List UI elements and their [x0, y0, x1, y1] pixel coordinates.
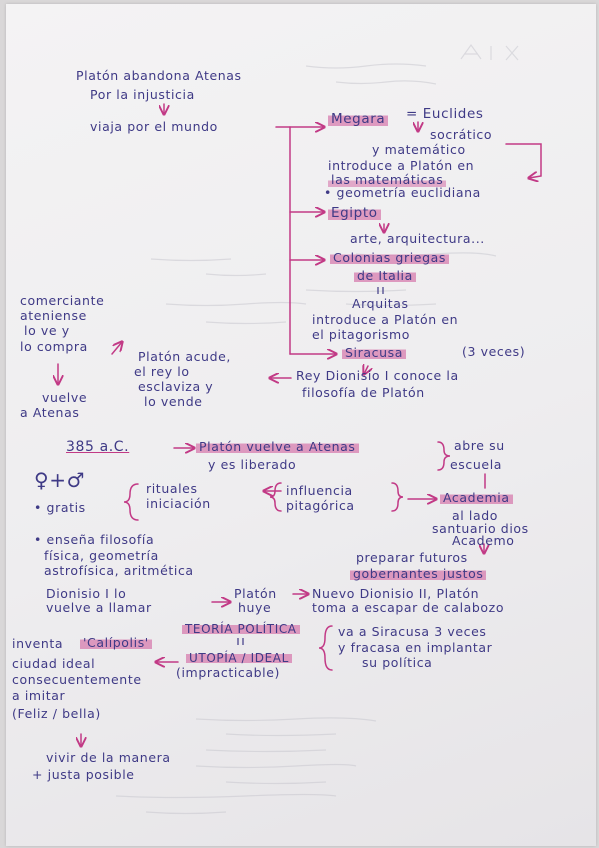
- text-gratis: • gratis: [34, 500, 86, 515]
- text-ciudad-ideal: ciudad ideal: [12, 656, 96, 671]
- highlight-las-matematicas: las matemáticas: [328, 173, 447, 187]
- text-introduce-matematicas-1: introduce a Platón en: [328, 158, 475, 173]
- text-385-ac: 385 a.C.: [66, 439, 130, 455]
- text-esclaviza: esclaviza y: [138, 379, 214, 394]
- notebook-page: Platón abandona Atenas Por la injusticia…: [6, 4, 596, 846]
- text-toma-escapar: toma a escapar de calabozo: [312, 600, 505, 615]
- text-rey-dionisio: Rey Dionisio I conoce la: [296, 368, 459, 383]
- text-vivir: vivir de la manera: [46, 750, 171, 765]
- highlight-platon-vuelve: Platón vuelve a Atenas: [196, 440, 359, 454]
- text-filosofia-platon: filosofía de Platón: [302, 385, 425, 400]
- text-platon-huye: Platón: [234, 586, 277, 601]
- text-escuela: escuela: [450, 457, 503, 472]
- text-euclides: = Euclides: [406, 106, 484, 122]
- text-al-lado: al lado: [452, 508, 499, 523]
- show-through-scribbles: [115, 43, 519, 815]
- text-y-matematico: y matemático: [372, 142, 466, 157]
- text-fracasa: y fracasa en implantar: [338, 640, 493, 655]
- text-comerciante: comerciante: [20, 293, 105, 308]
- diagram-connectors: [6, 103, 542, 846]
- text-fisica: física, geometría: [44, 548, 159, 563]
- text-justa: + justa posible: [32, 767, 135, 782]
- text-el-pitagorismo: el pitagorismo: [312, 327, 411, 342]
- highlight-calipolis: 'Calípolis': [80, 636, 152, 650]
- text-arquitas: Arquitas: [352, 296, 409, 311]
- highlight-utopia: UTOPÍA / IDEAL: [186, 652, 292, 664]
- text-su-politica: su política: [362, 655, 433, 670]
- text-astrofisica: astrofísica, aritmética: [44, 563, 194, 578]
- text-dionisio-i: Dionisio I lo: [46, 586, 127, 601]
- text-consecuentemente: consecuentemente: [12, 672, 142, 687]
- text-impracticable: (impracticable): [176, 665, 281, 680]
- text-platon-abandona: Platón abandona Atenas: [76, 68, 242, 83]
- text-platon-acude: Platón acude,: [138, 349, 231, 364]
- text-el-rey-lo: el rey lo: [134, 364, 190, 379]
- text-santuario: santuario dios: [432, 521, 529, 536]
- highlight-egipto: Egipto: [328, 206, 381, 221]
- text-va-siracusa: va a Siracusa 3 veces: [338, 624, 487, 639]
- text-3-veces: (3 veces): [462, 344, 526, 359]
- text-influencia: influencia: [286, 483, 353, 498]
- text-lo-vende: lo vende: [144, 394, 203, 409]
- text-inventa: inventa: [12, 636, 64, 651]
- highlight-siracusa: Siracusa: [342, 346, 406, 360]
- highlight-megara: Megara: [328, 112, 389, 127]
- text-arte-arquitectura: arte, arquitectura...: [350, 231, 485, 246]
- highlight-gobernantes: gobernantes justos: [350, 567, 487, 581]
- text-ensena: • enseña filosofía: [34, 532, 155, 547]
- text-a-atenas: a Atenas: [20, 405, 80, 420]
- text-lo-compra: lo compra: [20, 339, 88, 354]
- text-por-injusticia: Por la injusticia: [90, 87, 195, 102]
- text-academo: Academo: [452, 533, 515, 548]
- text-socratico: socrático: [430, 127, 493, 142]
- highlight-teoria-politica: TEORÍA POLÍTICA: [182, 623, 300, 635]
- text-feliz-bella: (Feliz / bella): [12, 706, 101, 721]
- highlight-academia: Academia: [440, 491, 513, 505]
- text-introduce-pitagorismo-1: introduce a Platón en: [312, 312, 459, 327]
- text-ateniense: ateniense: [20, 308, 87, 323]
- text-geometria: • geometría euclidiana: [324, 185, 481, 200]
- text-preparar: preparar futuros: [356, 550, 468, 565]
- highlight-de-italia: de Italia: [354, 269, 416, 283]
- text-vuelve: vuelve: [42, 390, 88, 405]
- text-huye: huye: [238, 600, 272, 615]
- text-a-imitar: a imitar: [12, 688, 66, 703]
- text-es-liberado: y es liberado: [208, 457, 297, 472]
- text-abre-su: abre su: [454, 438, 505, 453]
- text-iniciacion: iniciación: [146, 496, 211, 511]
- text-rituales: rituales: [146, 481, 198, 496]
- gender-symbols: ♀+♂: [34, 468, 86, 492]
- text-pitagorica: pitagórica: [286, 498, 355, 513]
- text-vuelve-llamar: vuelve a llamar: [46, 600, 152, 615]
- highlight-colonias-griegas: Colonias griegas: [330, 251, 449, 265]
- text-lo-ve-y: lo ve y: [24, 323, 70, 338]
- text-nuevo-dionisio: Nuevo Dionisio II, Platón: [312, 586, 480, 601]
- text-viaja: viaja por el mundo: [90, 119, 218, 134]
